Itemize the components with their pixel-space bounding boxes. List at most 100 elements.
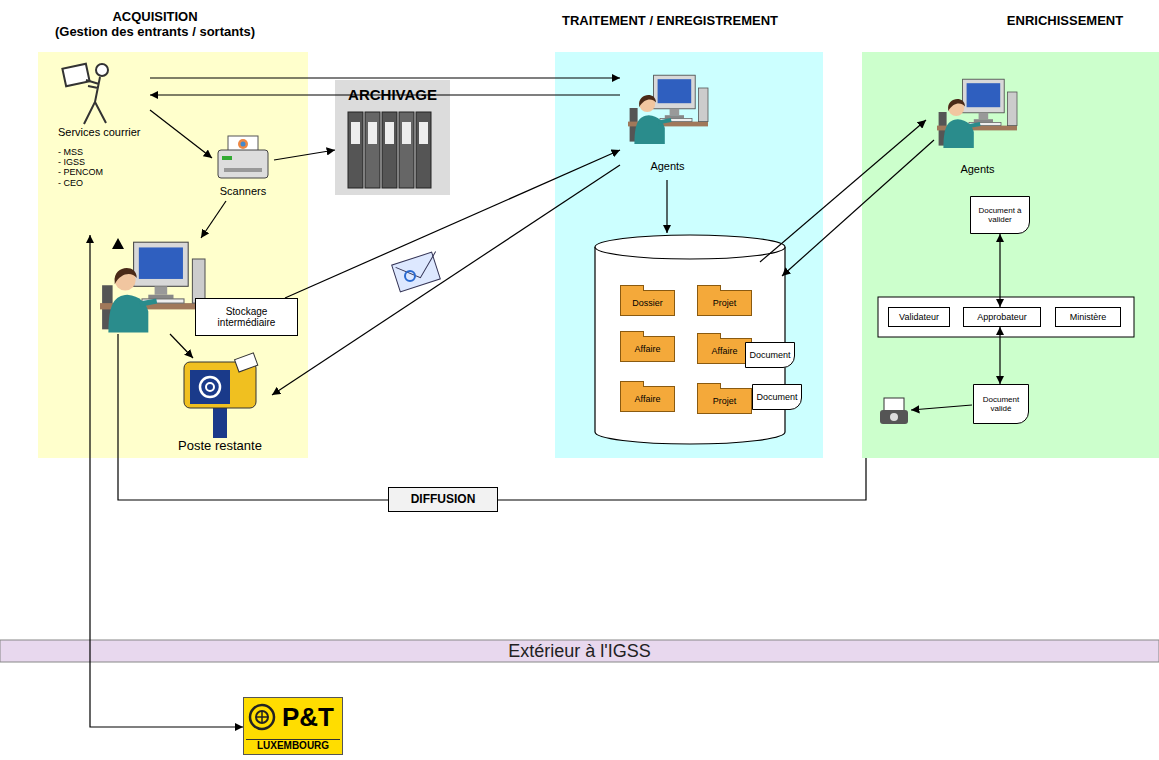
node-text: - CEO bbox=[58, 178, 83, 188]
courier-person-part bbox=[84, 77, 106, 124]
connector bbox=[150, 110, 212, 158]
workstation-icon-part bbox=[963, 79, 1005, 113]
node-text: Document validé bbox=[976, 395, 1026, 413]
static-arrows-part bbox=[760, 120, 926, 262]
archive-binders-part bbox=[416, 112, 431, 188]
node-text: Projet bbox=[713, 396, 737, 406]
printer-icon bbox=[880, 398, 908, 424]
panel-heading: TRAITEMENT / ENREGISTREMENT bbox=[530, 14, 810, 29]
arrow-tip bbox=[112, 238, 124, 249]
node-text: Agents bbox=[960, 163, 994, 176]
logo-emblem-part bbox=[256, 711, 268, 723]
flow-label-box: DIFFUSION bbox=[388, 487, 498, 512]
workstation-icon-part bbox=[979, 113, 989, 119]
workstation-icon-part bbox=[967, 124, 980, 126]
workstation-icon-part bbox=[974, 119, 993, 122]
document-shape: Document validé bbox=[973, 384, 1029, 424]
icon-node: Agents bbox=[620, 70, 715, 175]
courier-person-part bbox=[96, 64, 108, 76]
mailbox-icon bbox=[184, 353, 258, 438]
mailbox-icon-part bbox=[213, 405, 227, 438]
boundary-band: Extérieur à l'IGSS bbox=[0, 640, 1159, 662]
folder-box: Dossier bbox=[620, 290, 675, 316]
folder-box: Projet bbox=[697, 388, 752, 414]
scanner-icon bbox=[218, 136, 268, 178]
node-text: P&T bbox=[252, 704, 334, 730]
static-arrows-part bbox=[170, 334, 193, 358]
logo-emblem-part bbox=[250, 705, 274, 729]
workstation-icon bbox=[628, 75, 708, 144]
workstation-icon-part bbox=[658, 120, 671, 122]
static-arrows-part bbox=[117, 334, 118, 458]
swimlane-panel: ENRICHISSEMENTAgentsDocument à validerVa… bbox=[862, 52, 1159, 458]
logo-emblem bbox=[248, 703, 276, 731]
mailbox-icon-part bbox=[190, 370, 230, 404]
database-cylinder bbox=[595, 235, 785, 444]
mailbox-icon-part bbox=[206, 383, 214, 391]
node-text: Projet bbox=[713, 298, 737, 308]
scanner-icon-part bbox=[224, 168, 262, 172]
static-arrows-part bbox=[666, 180, 667, 233]
process-box: Approbateur bbox=[963, 307, 1041, 327]
workstation-icon-part bbox=[639, 95, 656, 107]
workstation-icon-part bbox=[155, 286, 168, 294]
node-text: Scanners bbox=[220, 185, 266, 198]
archive-binders-part bbox=[385, 122, 394, 144]
node-text: Approbateur bbox=[977, 312, 1027, 322]
archive-binders bbox=[335, 80, 450, 195]
enrichissement-panel bbox=[862, 52, 1159, 458]
connector bbox=[150, 77, 620, 78]
node-text: Document bbox=[756, 392, 797, 402]
workstation-icon-part bbox=[967, 83, 1001, 107]
static-arrows bbox=[118, 120, 972, 458]
workstation-icon-part bbox=[1007, 92, 1017, 126]
scanner-icon-part bbox=[222, 156, 232, 160]
workstation-icon-part bbox=[115, 268, 137, 284]
workstation-icon-part bbox=[670, 109, 680, 115]
database-cylinder-part bbox=[595, 235, 785, 259]
node-text: ARCHIVAGE bbox=[348, 86, 437, 103]
process-box: Ministère bbox=[1055, 307, 1121, 327]
node-text: - IGSS bbox=[58, 157, 85, 167]
folder-box: Affaire bbox=[620, 336, 675, 362]
archive-binders-part bbox=[335, 80, 450, 195]
panel-heading: ACQUISITION(Gestion des entrants / sorta… bbox=[20, 10, 290, 40]
scanner-icon-part bbox=[238, 139, 248, 149]
printer-icon-part bbox=[884, 398, 904, 412]
printer-icon-part bbox=[890, 413, 898, 421]
icon-node: Scanners bbox=[212, 136, 274, 200]
connector bbox=[999, 234, 1000, 307]
workstation-icon-part bbox=[634, 115, 664, 144]
workstation-icon bbox=[100, 242, 205, 332]
node-text: (Gestion des entrants / sortants) bbox=[20, 25, 290, 40]
email-envelope-part bbox=[392, 252, 441, 292]
connector bbox=[274, 150, 335, 160]
node-text: Document bbox=[749, 350, 790, 360]
node-text: Affaire bbox=[712, 346, 738, 356]
archive-binders-part bbox=[368, 122, 377, 144]
workstation-icon-part bbox=[192, 259, 205, 303]
document-shape: Document à valider bbox=[970, 196, 1030, 234]
workstation-icon bbox=[937, 79, 1017, 148]
panel-heading: ENRICHISSEMENT bbox=[955, 14, 1159, 29]
archive-node: ARCHIVAGE bbox=[335, 80, 450, 195]
archive-binders-part bbox=[419, 122, 428, 144]
static-arrows-part bbox=[782, 140, 934, 276]
node-text: - PENCOM bbox=[58, 167, 103, 177]
workstations bbox=[100, 75, 1017, 332]
archive-binders-part bbox=[351, 122, 360, 144]
swimlane-panel: ACQUISITION(Gestion des entrants / sorta… bbox=[38, 52, 308, 458]
workstation-icon-part bbox=[654, 75, 696, 109]
printer-icon-part bbox=[880, 410, 908, 424]
archive-binders-part bbox=[348, 112, 363, 188]
connector bbox=[498, 458, 866, 500]
folder-box: Projet bbox=[697, 290, 752, 316]
node-text: Stockage intermédiaire bbox=[199, 306, 294, 329]
workstation-icon-part bbox=[140, 301, 157, 304]
workstation-icon-part bbox=[148, 295, 173, 299]
document-shape: Document bbox=[745, 342, 795, 368]
actor-node: Services courrier- MSS- IGSS- PENCOM- CE… bbox=[55, 60, 150, 235]
node-text: ACQUISITION bbox=[20, 10, 290, 25]
connector bbox=[999, 327, 1000, 384]
